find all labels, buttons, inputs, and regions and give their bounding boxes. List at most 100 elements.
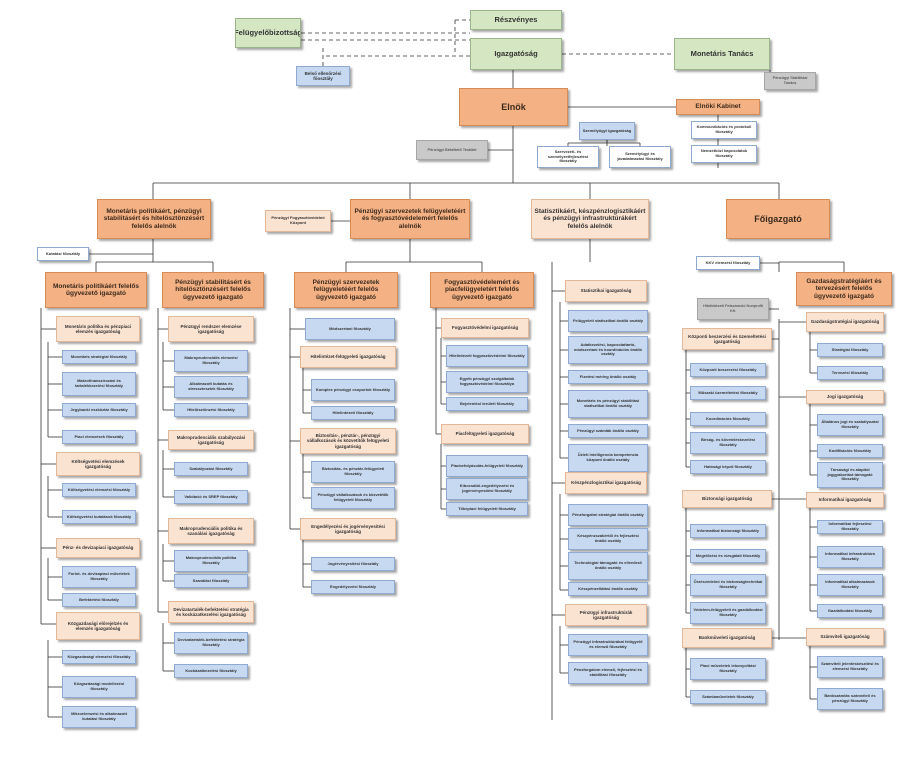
presidential-cabinet-box[interactable]: Elnöki Kabinet — [676, 99, 760, 115]
col4-a-dept-10[interactable]: Védelem-felügyeleti és gazdálkodási főos… — [690, 602, 766, 624]
col1-b-dept-3[interactable]: Hitelösztönzési főosztály — [174, 403, 248, 417]
col3-dept-1[interactable]: Felügyeleti statisztikai önálló osztály — [568, 310, 648, 332]
col4-a-dept-5[interactable]: Hatósági képző főosztály — [690, 460, 766, 474]
col4-b-directorate-3[interactable]: Jogi igazgatóság — [806, 390, 884, 404]
col2-b-dept-1[interactable]: Hitelintézeti fogyasztóvédelmi főosztály — [446, 345, 528, 367]
col3-directorate-0[interactable]: Statisztikai igazgatóság — [565, 280, 647, 302]
col1-a-directorate-11[interactable]: Közgazdasági előrejelzés és elemzés igaz… — [56, 612, 140, 640]
col4-b-dept-9[interactable]: Informatikai infrastruktúra főosztály — [817, 546, 883, 568]
col1-b-dept-12[interactable]: Kockázatkezelési főosztály — [174, 664, 248, 678]
col4-b-dept-10[interactable]: Informatikai alkalmazások főosztály — [817, 574, 883, 596]
col4-b-dept-13[interactable]: Számviteli jelentéskészítési és elemzési… — [817, 656, 883, 678]
col1-a-dept-1[interactable]: Monetáris stratégiai főosztály — [62, 350, 136, 364]
col1-a-dept-13[interactable]: Közgazdasági modellezési főosztály — [62, 676, 136, 698]
col3-dept-4[interactable]: Monetáris és pénzügyi stabilitási statis… — [568, 390, 648, 418]
sme-analysis-dept-box[interactable]: KKV elemzési főosztály — [696, 256, 760, 270]
col2-a-dept-9[interactable]: Engedélyezési főosztály — [311, 580, 395, 594]
col4-b-dept-4[interactable]: Általános jogi és szabályozási főosztály — [817, 414, 883, 436]
col1-b-dept-9[interactable]: Szanálási főosztály — [174, 574, 248, 588]
internal-audit-box[interactable]: Belső ellenőrzési főosztály — [296, 66, 350, 86]
hr-directorate-box[interactable]: Személyügyi igazgatóság — [579, 122, 635, 140]
col1-b-directorate-0[interactable]: Pénzügyi rendszer elemzése igazgatóság — [168, 316, 254, 342]
supervisory-board-box[interactable]: Felügyelőbizottság — [235, 18, 301, 48]
col3-dept-5[interactable]: Pénzügyi számlák önálló osztály — [568, 424, 648, 438]
col1-a-dept-6[interactable]: Költségvetési elemzési főosztály — [62, 483, 136, 497]
col1-b-dept-11[interactable]: Devizatartalék-befektetési stratégia főo… — [174, 632, 248, 654]
shareholder-box[interactable]: Részvényes — [470, 10, 562, 30]
col1-b-dept-8[interactable]: Makroprudenciális politika főosztály — [174, 550, 248, 572]
col4-a-directorate-11[interactable]: Bankműveleti igazgatóság — [682, 628, 772, 648]
col4-a-dept-12[interactable]: Piaci műveletek lebonyolítási főosztály — [690, 658, 766, 680]
col3-directorate-7[interactable]: Készpénzlogisztikai igazgatóság — [565, 472, 647, 494]
col4-b-directorate-7[interactable]: Informatikai igazgatóság — [806, 492, 884, 508]
director-general-box[interactable]: Főigazgató — [726, 199, 830, 239]
col4-b-dept-2[interactable]: Tervezési főosztály — [817, 366, 883, 380]
financial-arbitration-board-box[interactable]: Pénzügyi Békéltető Testület — [416, 140, 488, 160]
president-box[interactable]: Elnök — [459, 88, 568, 126]
col1-b-directorate-4[interactable]: Makroprudenciális szabályozási igazgatós… — [168, 430, 254, 450]
col1-a-dept-14[interactable]: Mikroelemzési és alkalmazott kutatási fő… — [62, 706, 136, 728]
col4-a-dept-9[interactable]: Őrzésvédelmi és biztonságtechnikai főosz… — [690, 574, 766, 596]
col1-a-dept-7[interactable]: Költségvetési kutatások főosztály — [62, 510, 136, 524]
col2-a-directorate-4[interactable]: Biztosítás-, pénztár-, pénzügyi vállalko… — [300, 428, 396, 454]
col2-a-dept-6[interactable]: Pénzügyi vállalkozások és közvetítők fel… — [311, 487, 395, 509]
col4-a-directorate-0[interactable]: Központi beszerzési és üzemeltetési igaz… — [682, 328, 772, 350]
col2-b-directorate-4[interactable]: Piacfelügyeleti igazgatóság — [441, 424, 529, 444]
col4-b-dept-14[interactable]: Bankszámlás számviteli és pénzügyi főosz… — [817, 688, 883, 710]
col4-b-dept-11[interactable]: Gazdálkodási főosztály — [817, 604, 883, 618]
col2-a-dept-2[interactable]: Komplex pénzügyi csoportok főosztály — [311, 379, 395, 401]
international-relations-box[interactable]: Nemzetközi kapcsolatok főosztály — [691, 145, 757, 163]
deputy-governor-statistics-box[interactable]: Statisztikáért, készpénzlogisztikáért és… — [531, 199, 649, 239]
col2-b-dept-7[interactable]: Tőkepiaci felügyeleti főosztály — [446, 502, 528, 516]
col3-dept-9[interactable]: Készpénzszakértői és fejlesztési önálló … — [568, 528, 648, 550]
col2-a-dept-8[interactable]: Jogérvényesítési főosztály — [311, 557, 395, 571]
col3-dept-8[interactable]: Pénzforgalmi stratégiai önálló osztály — [568, 504, 648, 526]
col2-b-dept-5[interactable]: Piacbefolyásolás-felügyeleti főosztály — [446, 455, 528, 477]
ed-monetary-policy-box[interactable]: Monetáris politikáért felelős ügyvezető … — [45, 272, 147, 308]
col4-a-dept-8[interactable]: Megelőzési és vizsgálati főosztály — [690, 549, 766, 563]
ed-economic-strategy-box[interactable]: Gazdaságstratégiáért és tervezésért fele… — [796, 272, 892, 306]
col4-b-directorate-0[interactable]: Gazdaságstratégiai igazgatóság — [806, 312, 884, 332]
col3-dept-11[interactable]: Készpénzellátási önálló osztály — [568, 582, 648, 596]
col4-b-dept-8[interactable]: Informatikai fejlesztési főosztály — [817, 520, 883, 534]
col4-a-dept-1[interactable]: Központi beszerzési főosztály — [690, 363, 766, 377]
col4-a-dept-2[interactable]: Műszaki üzemeltetési főosztály — [690, 386, 766, 400]
col2-a-dept-3[interactable]: Hitelintézeti főosztály — [311, 406, 395, 420]
col1-a-dept-10[interactable]: Befektetési főosztály — [62, 593, 136, 607]
col4-b-directorate-12[interactable]: Számviteli igazgatóság — [806, 628, 884, 646]
col3-dept-3[interactable]: Fizetési mérleg önálló osztály — [568, 370, 648, 384]
col1-b-dept-2[interactable]: Alkalmazott kutatás és stressztesztek fő… — [174, 376, 248, 398]
col2-a-directorate-7[interactable]: Engedélyezési és jogérvényesítési igazga… — [300, 518, 396, 540]
deputy-governor-supervision-box[interactable]: Pénzügyi szervezetek felügyeletéért és f… — [350, 199, 470, 239]
col3-dept-14[interactable]: Pénzforgalom elemző, fejlesztési és stab… — [568, 662, 648, 684]
col1-b-dept-5[interactable]: Szabályozási főosztály — [174, 462, 248, 476]
col4-a-dept-4[interactable]: Bírság- és követeléskezelési főosztály — [690, 432, 766, 454]
liquidation-company-box[interactable]: Hitelintézeti Felszámoló Nonprofit Kft. — [697, 298, 769, 320]
col1-a-directorate-0[interactable]: Monetáris politika és pénzpiaci elemzés … — [56, 316, 140, 342]
col3-dept-2[interactable]: Adatkezelési, kapcsolattartó, módszertan… — [568, 336, 648, 364]
col2-b-directorate-0[interactable]: Fogyasztóvédelmi igazgatóság — [441, 318, 529, 338]
research-dept-box[interactable]: Kutatási főosztály — [37, 247, 89, 261]
col2-a-dept-5[interactable]: Biztosítás- és pénztár-felügyeleti főosz… — [311, 461, 395, 483]
col4-a-directorate-6[interactable]: Biztonsági igazgatóság — [682, 490, 772, 508]
col4-b-dept-6[interactable]: Társasági és alapítói joggyakorlást támo… — [817, 462, 883, 488]
col1-a-dept-12[interactable]: Közgazdasági elemzési főosztály — [62, 650, 136, 664]
deputy-governor-monetary-box[interactable]: Monetáris politikáért, pénzügyi stabilit… — [97, 199, 211, 239]
col1-a-directorate-5[interactable]: Költségvetési elemzések igazgatóság — [56, 452, 140, 476]
col4-b-dept-1[interactable]: Stratégiai főosztály — [817, 343, 883, 357]
hr-compensation-dept-box[interactable]: Személyügyi és javadalmazási főosztály — [609, 146, 671, 168]
col3-dept-6[interactable]: Üzleti intelligencia kompetencia központ… — [568, 444, 648, 472]
col2-b-dept-3[interactable]: Bejelentési területi főosztály — [446, 397, 528, 411]
org-development-dept-box[interactable]: Szervezeti- és személyzetfejlesztési főo… — [537, 146, 599, 168]
col2-a-directorate-1[interactable]: Hitelintézet-felügyeleti igazgatóság — [300, 346, 396, 368]
consumer-protection-center-box[interactable]: Pénzügyi Fogyasztóvédelmi Központ — [265, 210, 331, 232]
col1-a-dept-2[interactable]: Makrofinanszírozási és tartalékkezelési … — [62, 372, 136, 396]
col1-a-dept-3[interactable]: Jegybanki eszköztár főosztály — [62, 403, 136, 417]
ed-consumer-protection-box[interactable]: Fogyasztóvédelemért és piacfelügyeletért… — [430, 272, 534, 308]
col4-a-dept-7[interactable]: Informatikai biztonsági főosztály — [690, 524, 766, 538]
monetary-council-box[interactable]: Monetáris Tanács — [674, 38, 770, 70]
col1-a-directorate-8[interactable]: Pénz- és devizapiaci igazgatóság — [56, 538, 140, 558]
board-of-directors-box[interactable]: Igazgatóság — [470, 38, 562, 70]
col3-dept-10[interactable]: Technológiai támogató és ellenőrző önáll… — [568, 552, 648, 580]
col4-a-dept-13[interactable]: Számlaműveletek főosztály — [690, 690, 766, 704]
